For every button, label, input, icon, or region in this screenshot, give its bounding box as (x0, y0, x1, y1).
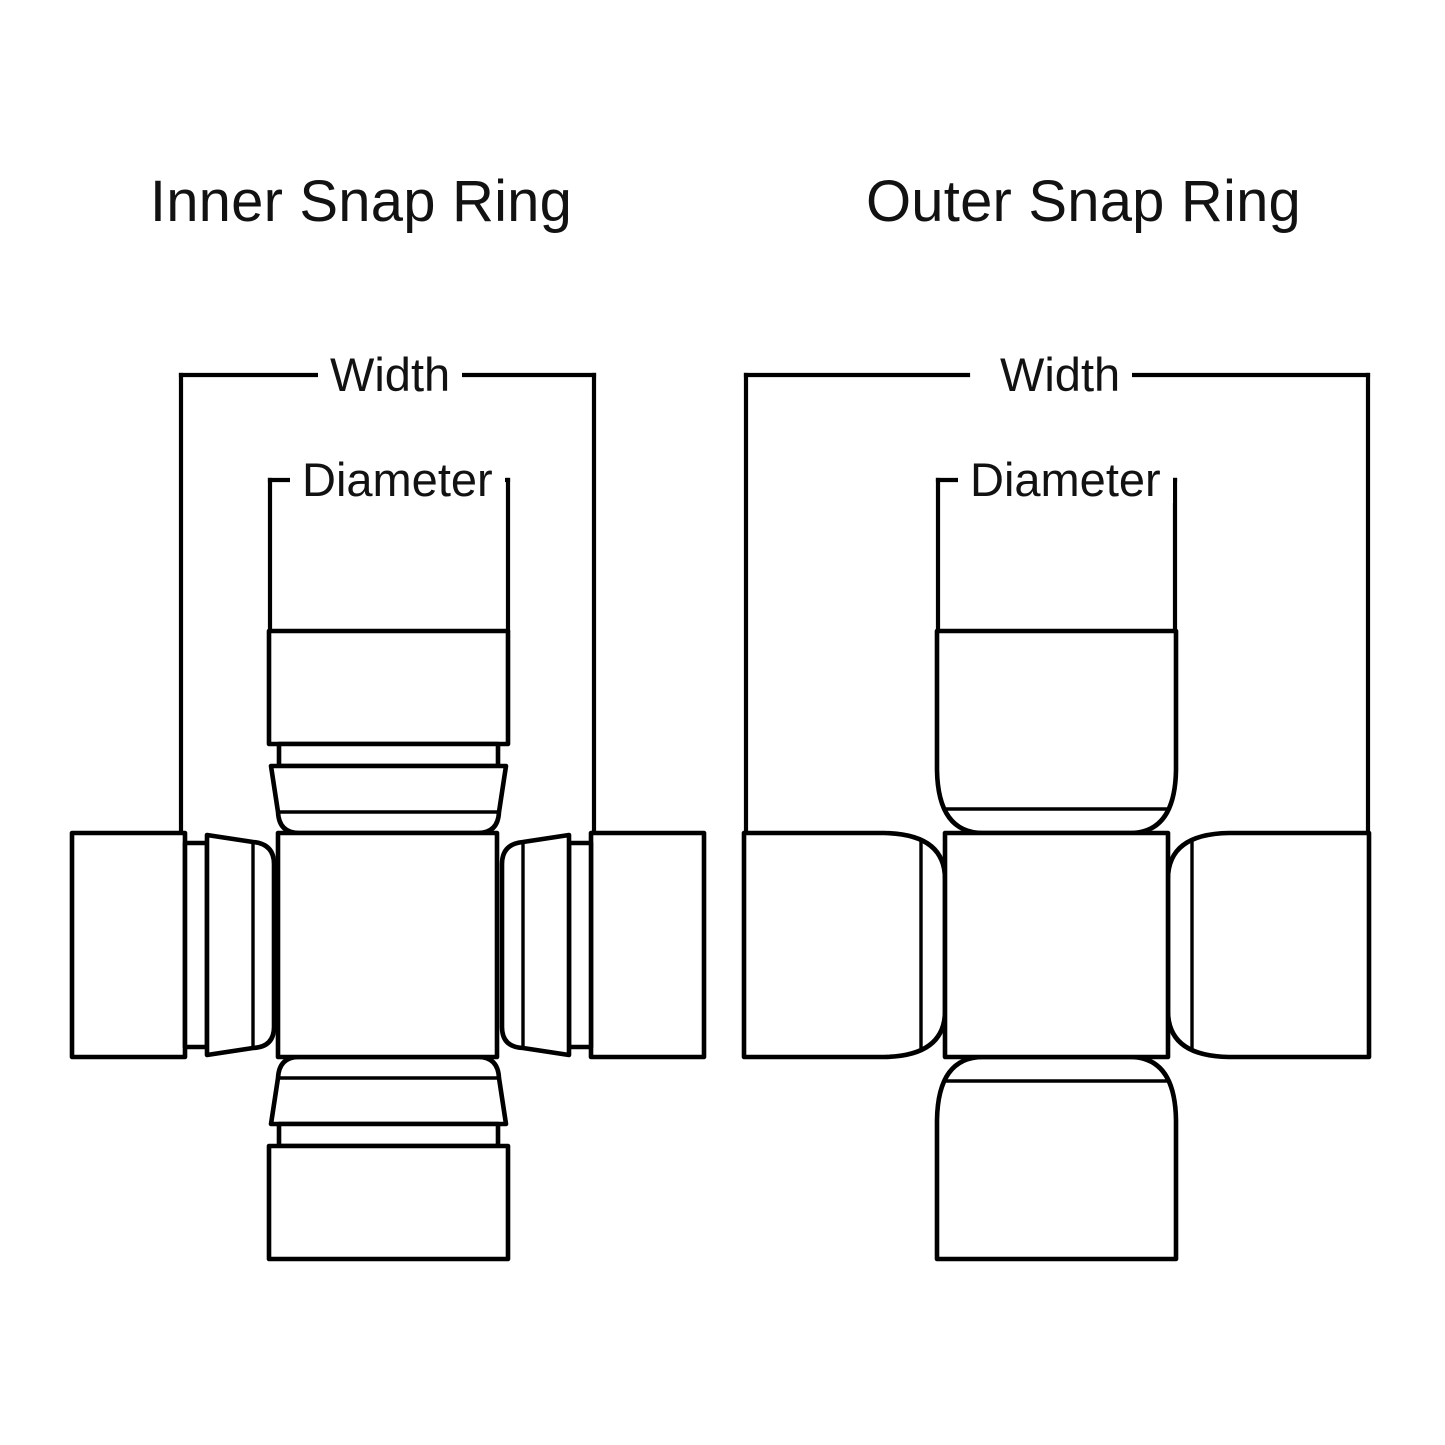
bottom-bearing-cup-inner (266, 1054, 511, 1262)
width-dimension-bracket-inner (178, 372, 597, 833)
dimension-label-diameter-outer: Diameter (958, 456, 1173, 503)
center-cross-body-inner (275, 830, 500, 1060)
right-bearing-cup-outer (1165, 830, 1372, 1060)
dimension-label-diameter-inner: Diameter (290, 456, 505, 503)
right-bearing-cup-inner (499, 830, 707, 1060)
panel-title-outer-snap-ring: Outer Snap Ring (865, 169, 1302, 234)
panel-title-inner-snap-ring: Inner Snap Ring (149, 169, 573, 234)
top-bearing-cup-inner (266, 628, 511, 836)
dimension-label-width-inner: Width (318, 351, 463, 398)
center-cross-body-outer (942, 830, 1171, 1060)
outer-snap-ring-diagram (741, 372, 1372, 1262)
width-dimension-bracket-outer (743, 372, 1371, 833)
left-bearing-cup-inner (69, 830, 277, 1060)
bottom-bearing-cup-outer (934, 1054, 1179, 1262)
top-bearing-cup-outer (934, 628, 1179, 836)
left-bearing-cup-outer (741, 830, 948, 1060)
inner-snap-ring-diagram (69, 372, 707, 1262)
dimension-label-width-outer: Width (988, 351, 1133, 398)
